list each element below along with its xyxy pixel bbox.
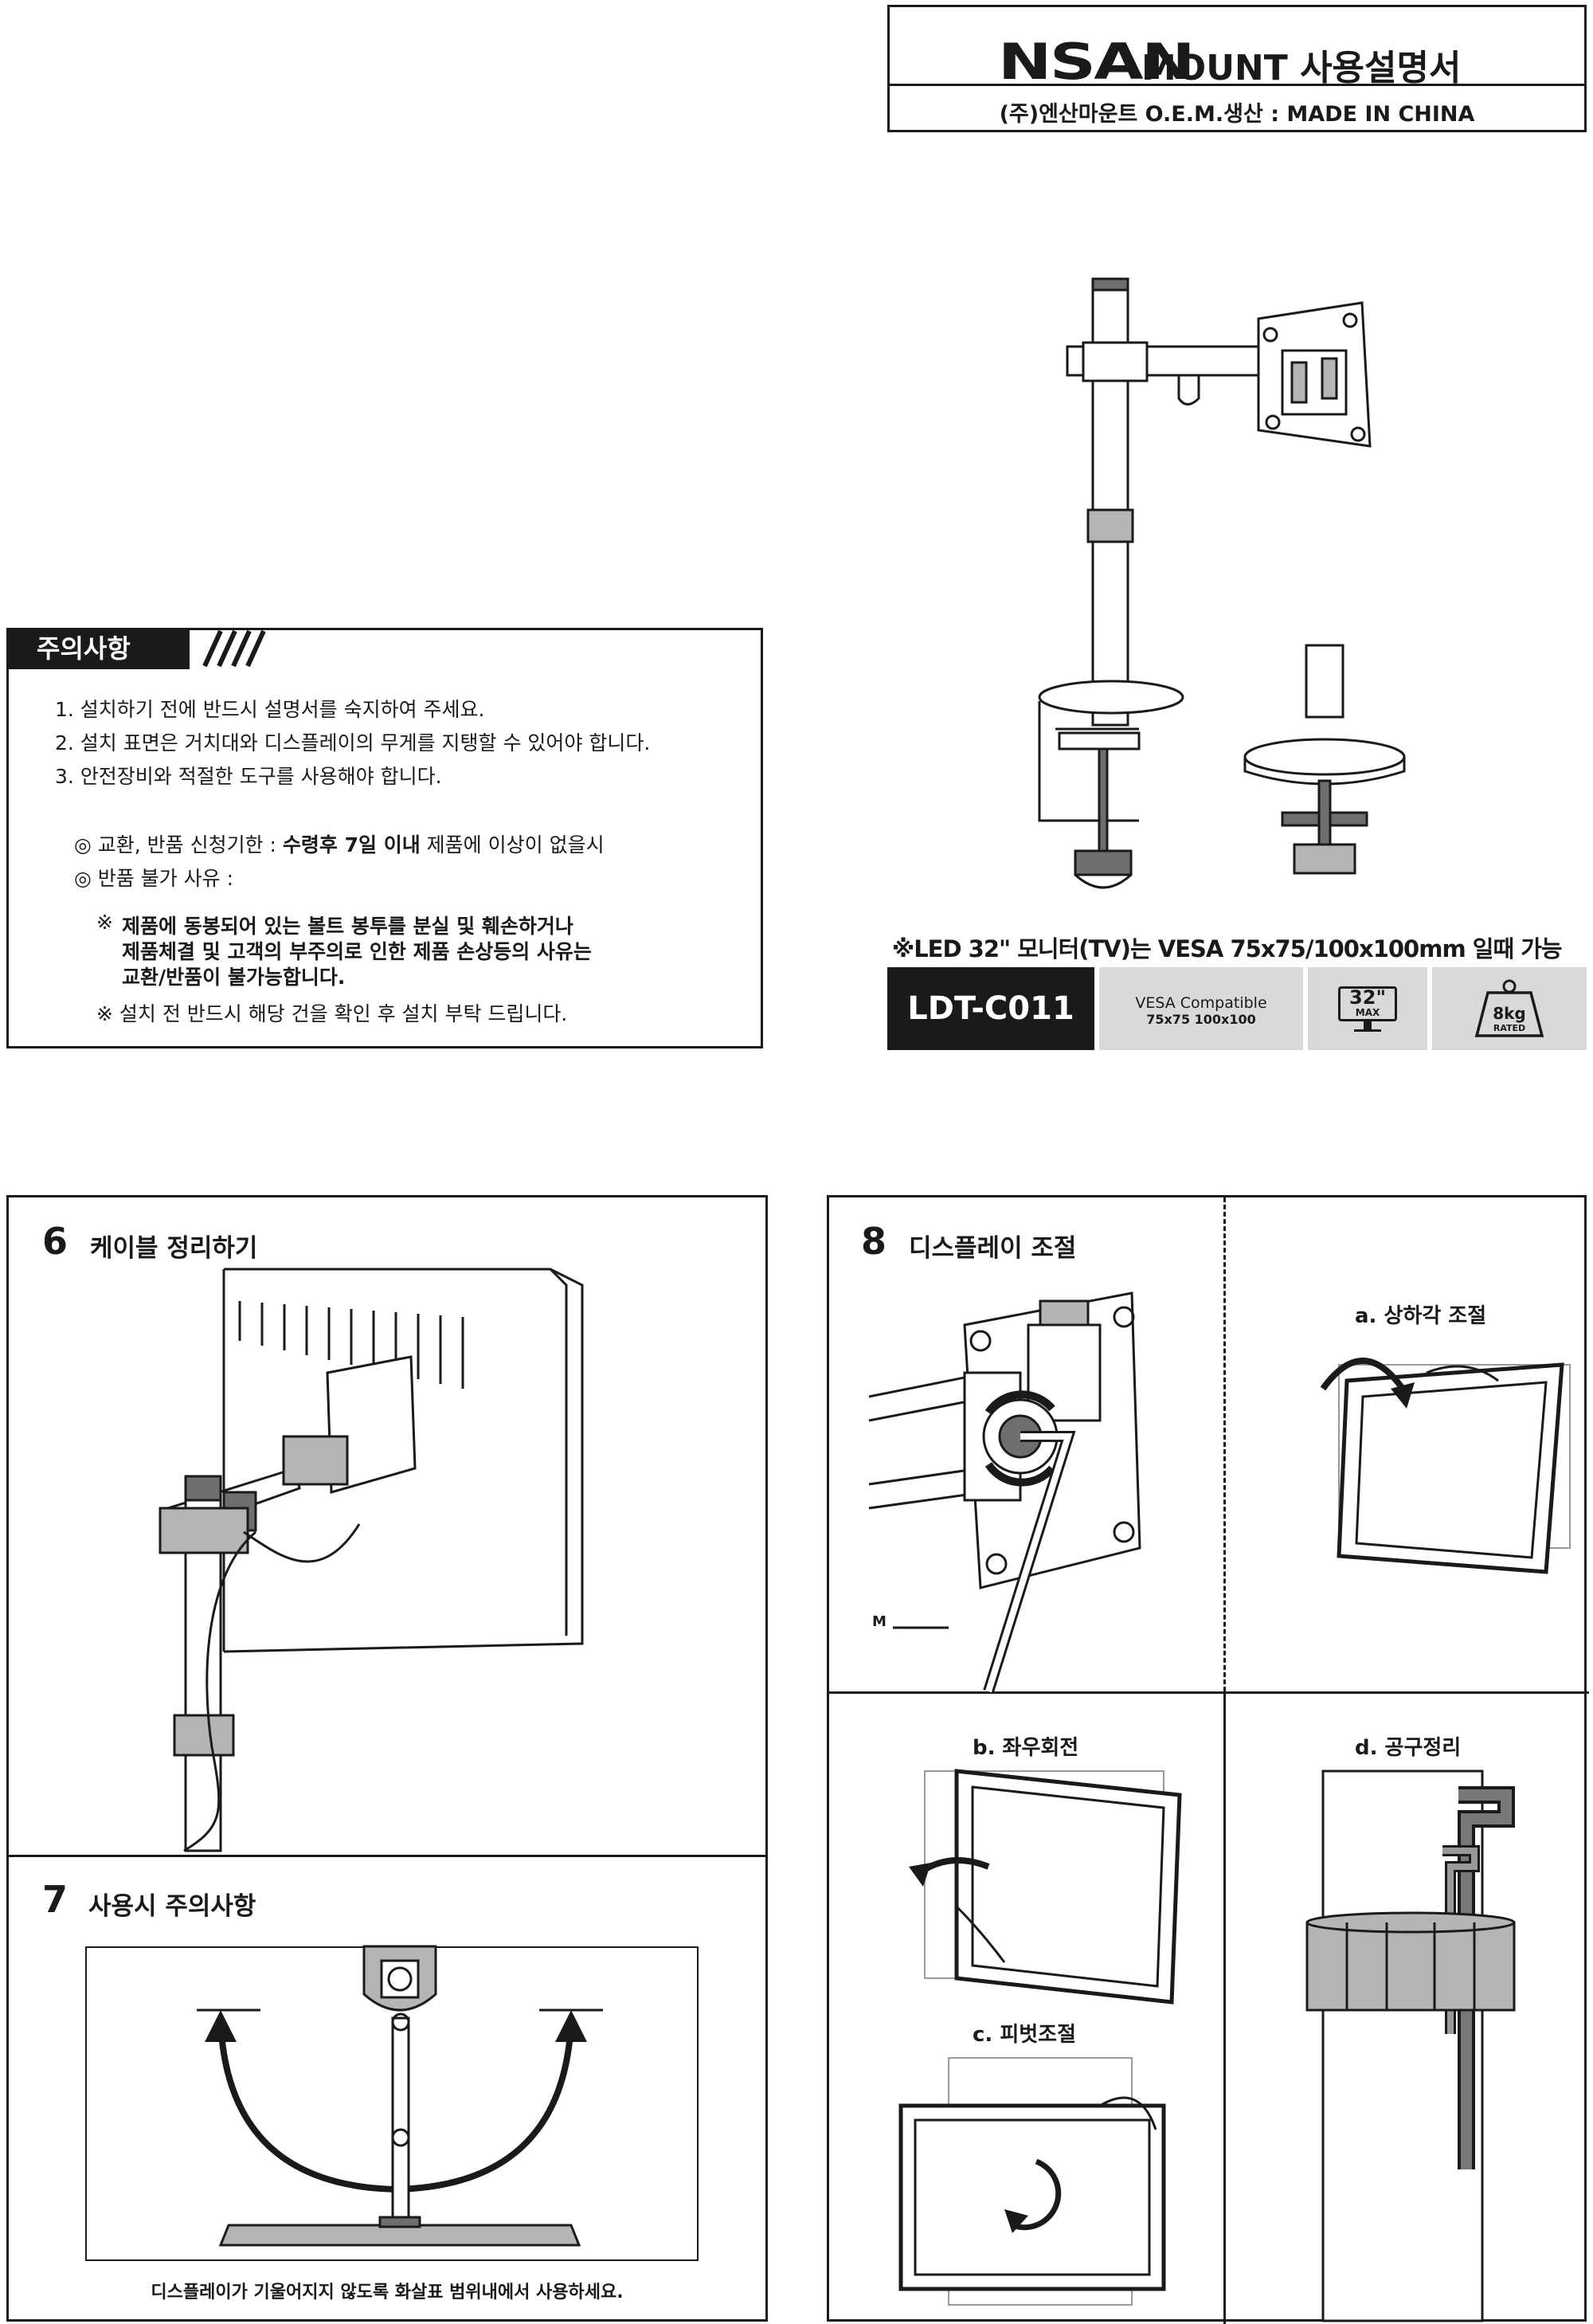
header-box: NSAN MOUNT 사용설명서 (주)엔산마운트 O.E.M.생산 : MAD… xyxy=(887,5,1587,132)
weight-rating: 8kg xyxy=(1493,1004,1526,1023)
tool-label: M xyxy=(872,1613,887,1630)
caution-box: 주의사항 1. 설치하기 전에 반드시 설명서를 숙지하여 주세요. 2. 설치… xyxy=(6,628,763,1048)
section-title: 디스플레이 조절 xyxy=(909,1234,1077,1263)
exchange-prefix: ◎ 교환, 반품 신청기한 : xyxy=(74,833,283,856)
max-label: MAX xyxy=(1355,1007,1380,1018)
caution-item-2: 2. 설치 표면은 거치대와 디스플레이의 무게를 지탱할 수 있어야 합니다. xyxy=(55,731,651,754)
caution-item-1: 1. 설치하기 전에 반드시 설명서를 숙지하여 주세요. xyxy=(55,698,485,721)
weight-cell: 8kg RATED xyxy=(1432,967,1587,1050)
max-size: 32" xyxy=(1349,986,1386,1009)
exchange-period: 수령후 7일 이내 xyxy=(282,833,421,856)
monitor-icon xyxy=(1338,986,1397,1021)
vesa-title: VESA Compatible xyxy=(1135,994,1267,1012)
exchange-suffix: 제품에 이상이 없을시 xyxy=(420,833,605,856)
no-return-line-1: 제품에 동봉되어 있는 볼트 봉투를 분실 및 훼손하거나 xyxy=(122,915,573,938)
vesa-cell: VESA Compatible 75x75 100x100 xyxy=(1099,967,1303,1050)
monitor-stand-icon xyxy=(1364,1021,1372,1029)
tilt-range-illustration xyxy=(197,1945,603,2247)
no-return-line-2: 제품체결 및 고객의 부주의로 인한 제품 손상등의 사유는 xyxy=(122,940,592,963)
step-d-label: d. 공구정리 xyxy=(1355,1736,1462,1760)
section-number: 7 xyxy=(42,1878,68,1921)
weight-icon xyxy=(1474,979,1544,1037)
section-display-adjustment: 8 디스플레이 조절 M a. 상하각 조절 b. 좌우회전 xyxy=(827,1195,1589,2324)
usage-caption: 디스플레이가 기울어지지 않도록 화살표 범위내에서 사용하세요. xyxy=(151,2283,624,2302)
install-note: ※ 설치 전 반드시 해당 건을 확인 후 설치 부탁 드립니다. xyxy=(96,1002,568,1025)
section-title: 케이블 정리하기 xyxy=(90,1234,258,1263)
cable-management-illustration xyxy=(159,1268,584,1852)
max-size-cell: 32" MAX xyxy=(1308,967,1427,1050)
header-divider xyxy=(890,84,1584,86)
exchange-deadline: ◎ 교환, 반품 신청기한 : 수령후 7일 이내 제품에 이상이 없을시 xyxy=(74,829,605,858)
divider-vertical xyxy=(1223,1691,1226,2324)
monitor-base-icon xyxy=(1354,1029,1381,1032)
section-number: 8 xyxy=(861,1220,887,1263)
model-number: LDT-C011 xyxy=(887,967,1094,1050)
vesa-sizes: 75x75 100x100 xyxy=(1146,1012,1256,1027)
manufacturer-line: (주)엔산마운트 O.E.M.생산 : MADE IN CHINA xyxy=(999,102,1475,127)
section-number: 6 xyxy=(42,1220,68,1263)
tilt-step-illustration xyxy=(1320,1358,1571,1574)
step-b-label: b. 좌우회전 xyxy=(973,1736,1079,1760)
product-illustration xyxy=(1038,277,1406,889)
caution-item-3: 3. 안전장비와 적절한 도구를 사용해야 합니다. xyxy=(55,765,442,788)
pivot-step-illustration xyxy=(898,2057,1166,2306)
caution-heading: 주의사항 xyxy=(6,628,190,669)
no-return-line-3: 교환/반품이 불가능합니다. xyxy=(122,966,346,989)
section-cable-management: 6 케이블 정리하기 xyxy=(6,1195,768,1856)
divider-dashed xyxy=(1223,1197,1226,1691)
step-c-label: c. 피벗조절 xyxy=(973,2023,1077,2047)
caution-stripes-icon xyxy=(202,629,266,668)
section-usage-caution: 7 사용시 주의사항 디스플레이가 기울어지지 않도록 화살표 범위내에서 사용… xyxy=(6,1855,768,2322)
section-title: 사용시 주의사항 xyxy=(88,1892,256,1921)
no-return-title: ◎ 반품 불가 사유 : xyxy=(74,867,234,890)
step-a-label: a. 상하각 조절 xyxy=(1355,1304,1487,1328)
led-compat-notice: ※LED 32" 모니터(TV)는 VESA 75x75/100x100mm 일… xyxy=(892,935,1563,962)
no-return-mark: ※ xyxy=(96,911,113,934)
manual-title: MOUNT 사용설명서 xyxy=(1141,48,1462,88)
swivel-step-illustration xyxy=(909,1769,1182,2005)
brand-logo: NSAN xyxy=(998,33,1196,91)
tilt-adjustment-illustration xyxy=(868,1291,1141,1694)
weight-label: RATED xyxy=(1493,1023,1526,1033)
divider-horizontal xyxy=(829,1691,1589,1694)
tool-storage-illustration xyxy=(1305,1769,1516,2322)
